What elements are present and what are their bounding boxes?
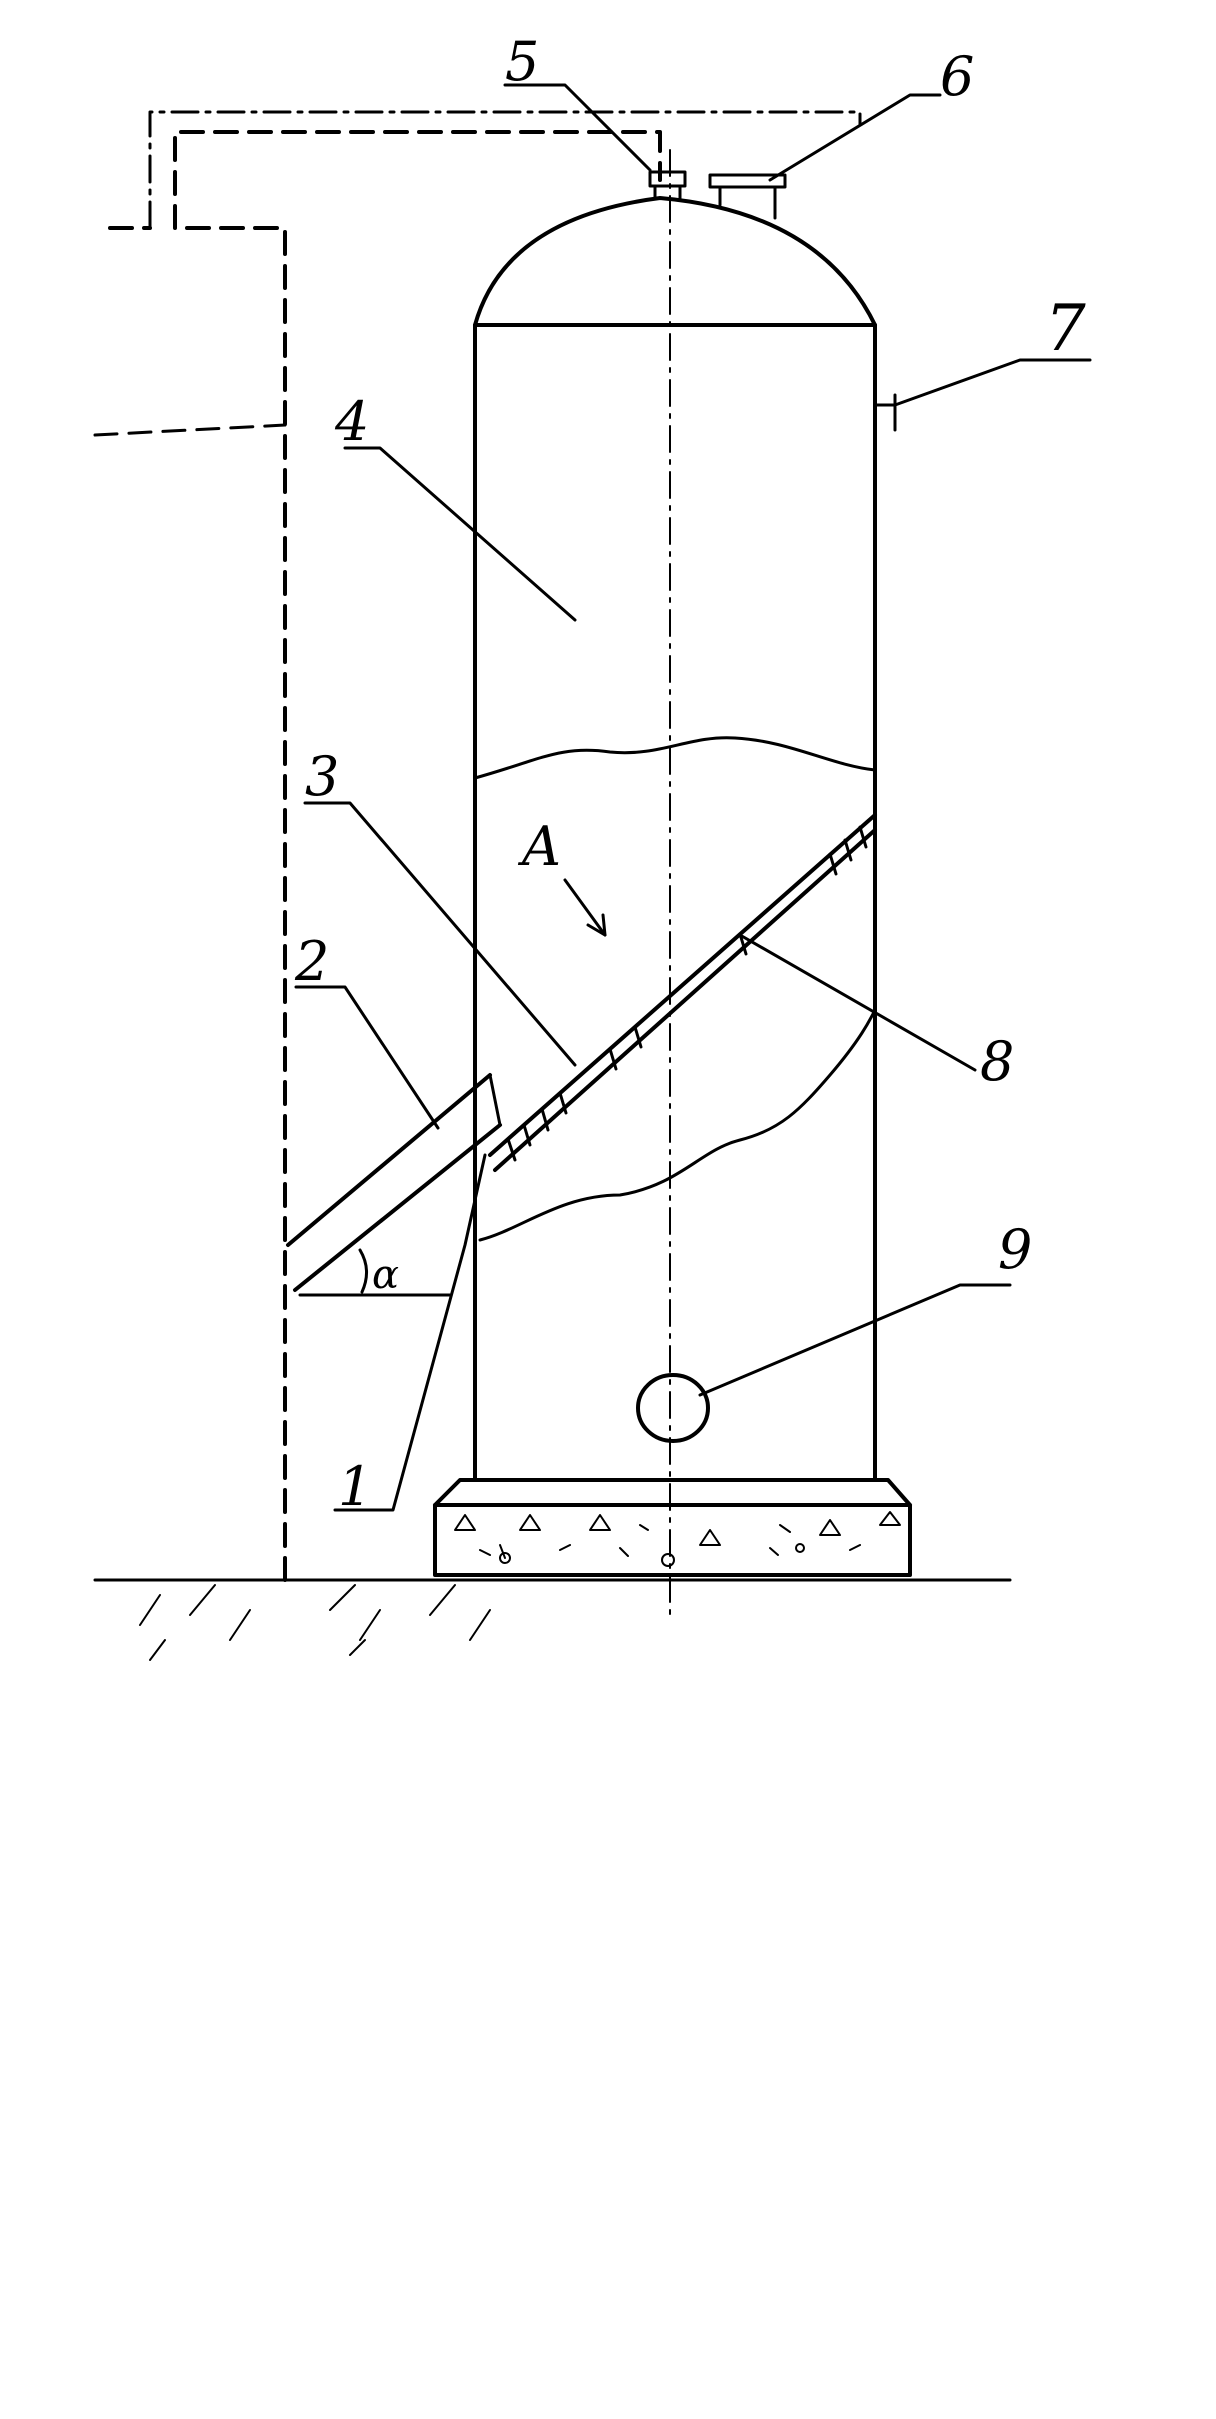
- label-2: 2: [294, 930, 329, 993]
- foundation: [433, 1478, 912, 1577]
- baffle-teeth-8: [506, 825, 868, 1162]
- top-outlet-5: [648, 170, 687, 200]
- label-8: 8: [980, 1030, 1014, 1093]
- ground: [93, 1578, 1012, 1661]
- view-direction-a: A: [517, 815, 607, 937]
- label-6: 6: [940, 45, 974, 108]
- leader-lines: [294, 83, 1092, 1512]
- part-labels: 1 2 3 4 5 6 7 8 9: [294, 30, 1086, 1518]
- inlet-pipe-2: [286, 1073, 502, 1292]
- label-4: 4: [334, 390, 369, 453]
- angle-alpha: α: [298, 1248, 452, 1298]
- vessel: [473, 196, 877, 1482]
- support-frame: [93, 130, 662, 1582]
- lower-break-line: [478, 1008, 877, 1242]
- label-5: 5: [505, 30, 539, 93]
- label-7: 7: [1045, 292, 1086, 366]
- label-1: 1: [338, 1455, 372, 1518]
- top-nozzle-6: [708, 173, 787, 220]
- view-a-label: A: [517, 815, 561, 878]
- label-9: 9: [998, 1218, 1032, 1281]
- baffle-plate-3: [488, 813, 877, 1172]
- side-nozzle-7: [873, 393, 897, 432]
- label-3: 3: [305, 745, 339, 808]
- angle-label: α: [372, 1252, 399, 1298]
- gas-pipeline: [148, 110, 862, 230]
- upper-break-line: [473, 736, 877, 780]
- manhole-9: [636, 1373, 710, 1443]
